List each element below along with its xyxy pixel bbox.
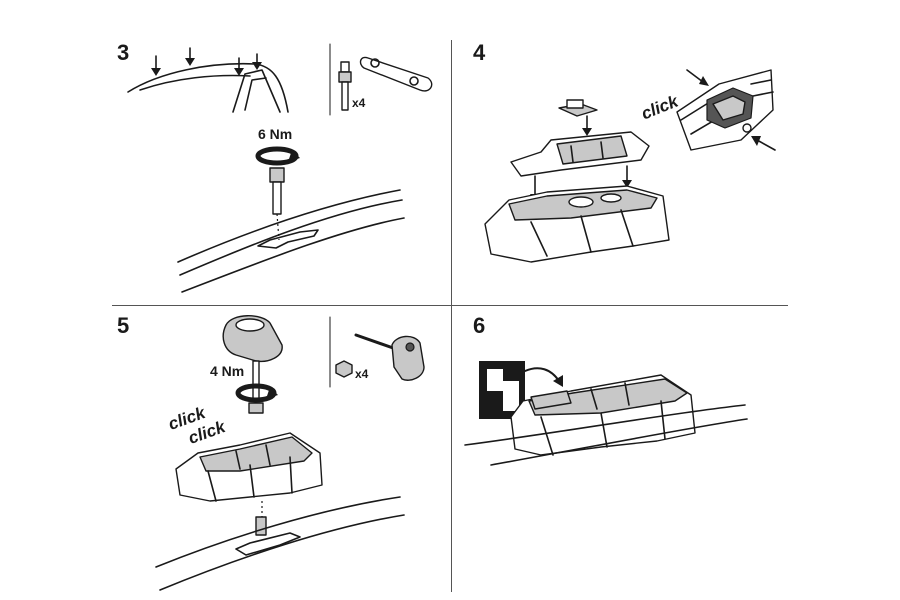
roof-rail-top [177,189,401,263]
mounting-plate [359,56,433,92]
step-4-illustration [484,69,776,263]
roof-rail-bottom [159,514,405,591]
step-5-panel: 5 [0,305,451,600]
quantity-label: x4 [355,367,369,381]
horizontal-divider [112,305,788,306]
car-pillar [232,69,281,113]
step-number: 6 [473,313,486,338]
step-number: 5 [117,313,130,338]
step-number: 3 [117,40,130,65]
hex-key-tool [354,333,425,381]
curved-arrow-icon [524,367,563,387]
torque-tool [222,315,283,402]
roof-rail-bottom [490,418,748,466]
quantity-label: x4 [352,96,366,110]
nut-part [335,360,353,378]
bolt-part [338,61,352,111]
step-3-panel: 3 [0,0,451,305]
step-6-panel: 6 [451,305,900,600]
roof-rail-top [155,496,401,568]
step-6-illustration [464,361,748,466]
car-roof [127,62,289,113]
car-roof-lower [139,74,251,91]
rail-slot [257,229,319,249]
roof-rail-bottom [181,217,405,293]
step-number: 4 [473,40,486,65]
detail-view [676,69,776,151]
rotation-arrow-icon [255,146,300,166]
down-arrow-icon [151,47,262,76]
threaded-bolt [269,167,285,215]
rail-slot [235,532,301,556]
step-3-illustration [127,43,433,293]
roof-rail-mid [179,199,403,276]
car-pillar-inner [244,77,267,111]
foot-base [510,374,696,456]
foot-base [175,432,323,502]
torque-label: 6 Nm [258,126,293,142]
roof-rail-top [464,404,746,446]
rotation-arrow-icon [235,383,278,403]
foot-base [484,185,670,263]
torque-label: 4 Nm [210,363,245,379]
bracket-part [510,131,650,177]
step-5-illustration [155,315,425,591]
step-4-panel: 4 [451,0,900,305]
vertical-divider [451,40,452,592]
clip-part [558,99,598,136]
